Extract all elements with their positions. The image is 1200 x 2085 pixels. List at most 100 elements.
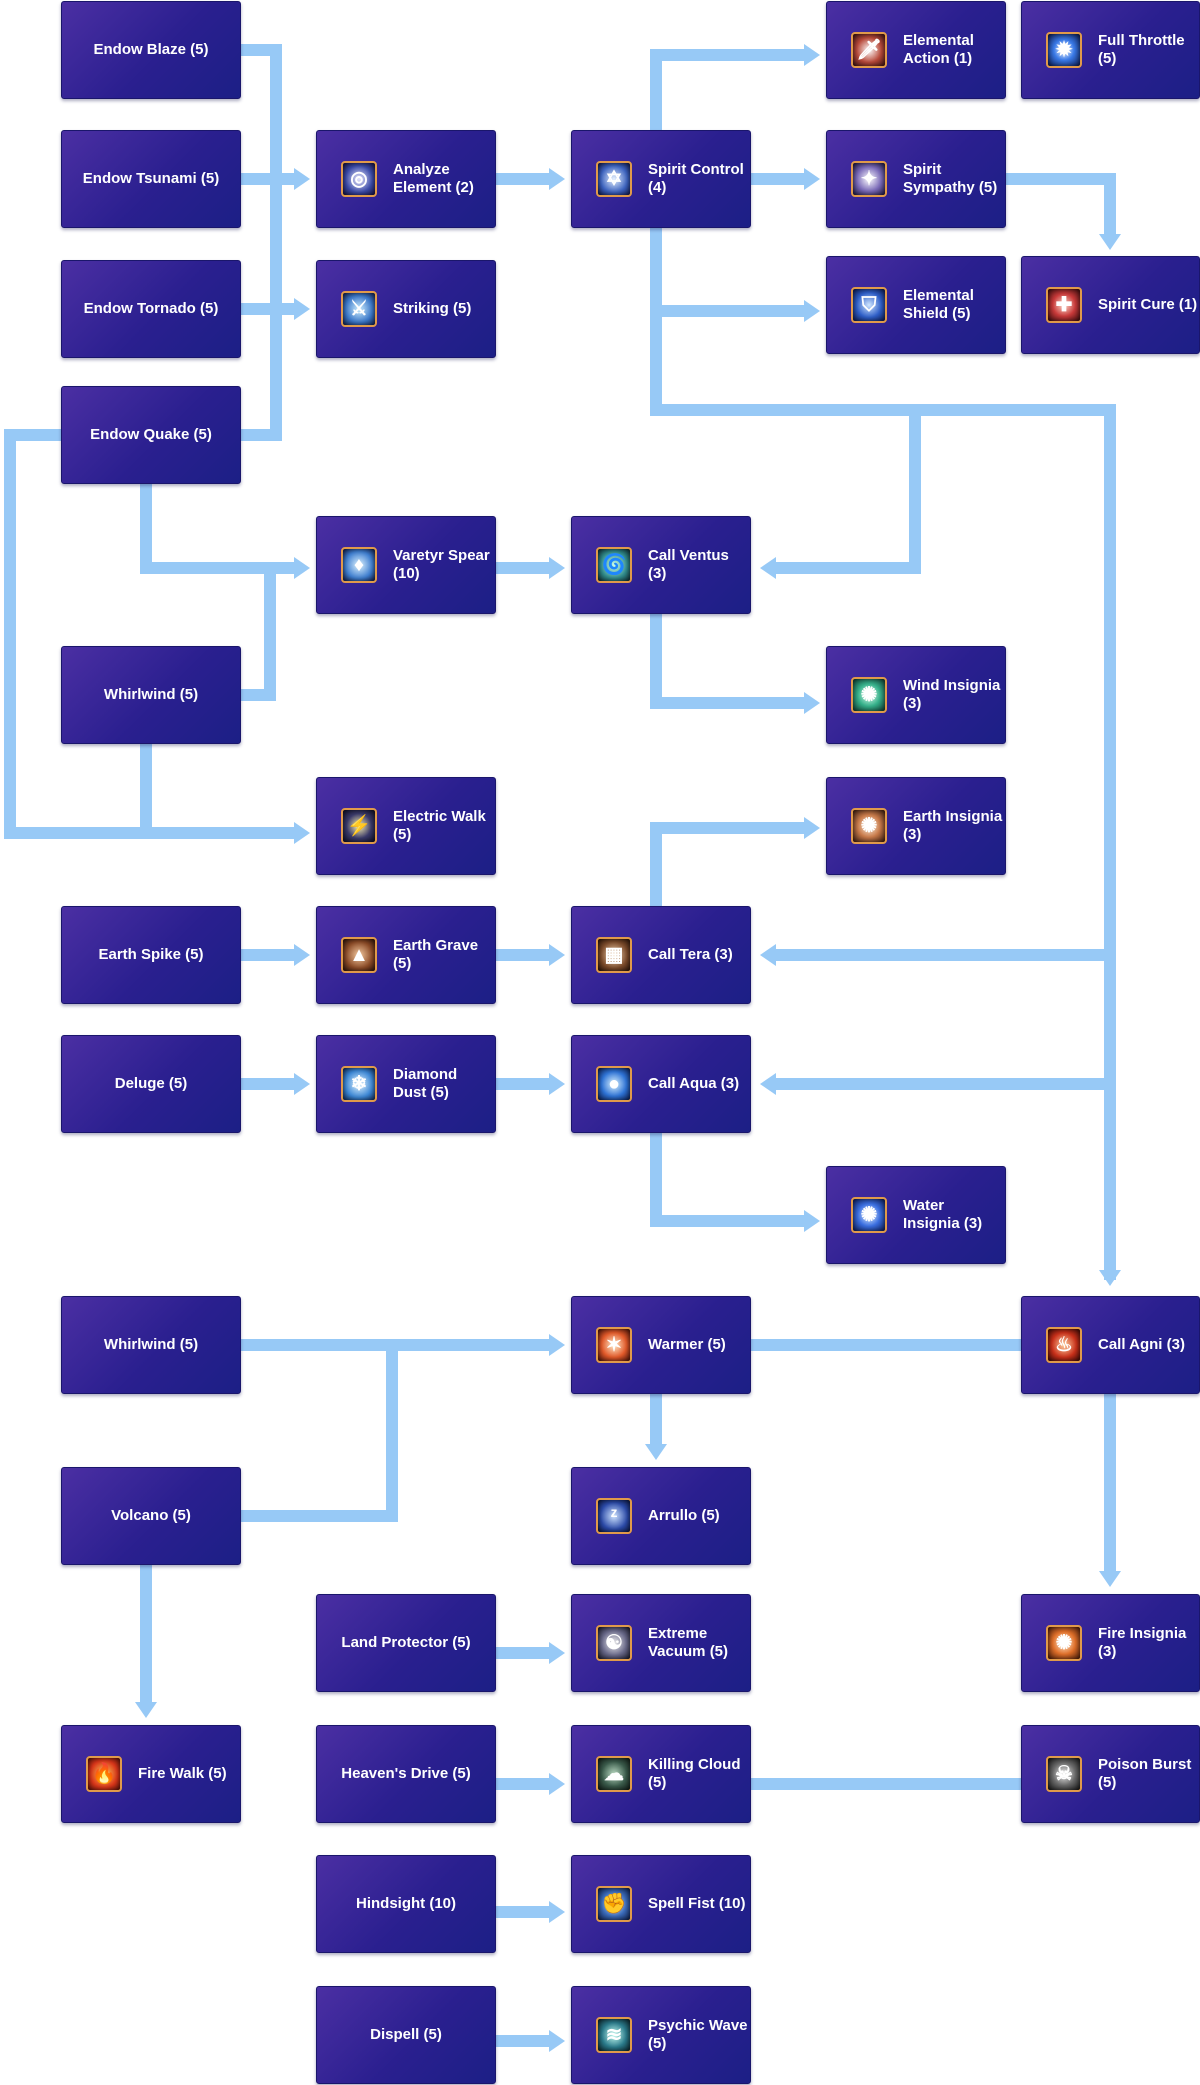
node-striking[interactable]: ⚔Striking (5) bbox=[316, 260, 496, 358]
node-label: Call Tera (3) bbox=[648, 946, 733, 963]
node-diamond-dust[interactable]: ❄Diamond Dust (5) bbox=[316, 1035, 496, 1133]
node-label: Endow Blaze (5) bbox=[93, 41, 209, 58]
node-earth-grave[interactable]: ▲Earth Grave (5) bbox=[316, 906, 496, 1004]
arrowhead bbox=[1099, 234, 1121, 250]
node-call-agni[interactable]: ♨Call Agni (3) bbox=[1021, 1296, 1200, 1394]
node-label: Whirlwind (5) bbox=[103, 1336, 199, 1353]
node-label: Call Aqua (3) bbox=[648, 1075, 740, 1092]
lightning-icon: ⚡ bbox=[341, 808, 377, 844]
node-label: Spirit Control (4) bbox=[648, 161, 744, 196]
sparkle-icon: ✦ bbox=[851, 161, 887, 197]
arrowhead bbox=[549, 1642, 565, 1664]
node-spell-fist[interactable]: ✊Spell Fist (10) bbox=[571, 1855, 751, 1953]
arrowhead bbox=[549, 1901, 565, 1923]
node-earth-spike[interactable]: Earth Spike (5) bbox=[61, 906, 241, 1004]
node-earth-insignia[interactable]: ✺Earth Insignia (3) bbox=[826, 777, 1006, 875]
node-endow-quake[interactable]: Endow Quake (5) bbox=[61, 386, 241, 484]
arrowhead bbox=[804, 1210, 820, 1232]
node-spirit-control[interactable]: ✡ Spirit Control (4) bbox=[571, 130, 751, 228]
node-extreme-vacuum[interactable]: ☯ Extreme Vacuum (5) bbox=[571, 1594, 751, 1692]
node-fire-insignia[interactable]: ✺Fire Insignia (3) bbox=[1021, 1594, 1200, 1692]
node-deluge[interactable]: Deluge (5) bbox=[61, 1035, 241, 1133]
node-dispell[interactable]: Dispell (5) bbox=[316, 1986, 496, 2084]
node-label: Varetyr Spear (10) bbox=[393, 547, 490, 582]
node-analyze-element[interactable]: ◎Analyze Element (2) bbox=[316, 130, 496, 228]
node-killing-cloud[interactable]: ☁Killing Cloud (5) bbox=[571, 1725, 751, 1823]
connector-line bbox=[140, 484, 300, 574]
sleep-icon: ᶻ bbox=[596, 1498, 632, 1534]
node-label: Fire Walk (5) bbox=[138, 1765, 227, 1782]
node-volcano[interactable]: Volcano (5) bbox=[61, 1467, 241, 1565]
arrowhead bbox=[549, 1334, 565, 1356]
wind-emblem-icon: ✺ bbox=[851, 677, 887, 713]
node-hindsight[interactable]: Hindsight (10) bbox=[316, 1855, 496, 1953]
node-varetyr-spear[interactable]: ♦ Varetyr Spear (10) bbox=[316, 516, 496, 614]
arrowhead bbox=[1099, 1571, 1121, 1587]
arrowhead bbox=[760, 944, 776, 966]
node-land-protector[interactable]: Land Protector (5) bbox=[316, 1594, 496, 1692]
node-fire-walk[interactable]: 🔥 Fire Walk (5) bbox=[61, 1725, 241, 1823]
node-label: Endow Quake (5) bbox=[90, 426, 212, 443]
node-endow-tsunami[interactable]: Endow Tsunami (5) bbox=[61, 130, 241, 228]
sword-icon: ⚔ bbox=[341, 291, 377, 327]
node-label: Earth Grave (5) bbox=[393, 937, 479, 972]
node-label: Warmer (5) bbox=[648, 1336, 726, 1353]
node-full-throttle[interactable]: ✹Full Throttle (5) bbox=[1021, 1, 1200, 99]
connector-line bbox=[1006, 173, 1116, 240]
node-poison-burst[interactable]: ☠Poison Burst (5) bbox=[1021, 1725, 1200, 1823]
arrowhead bbox=[135, 1702, 157, 1718]
dagger-icon: 🗡 bbox=[851, 32, 887, 68]
node-label: Spirit Sympathy (5) bbox=[903, 161, 998, 196]
node-label: Earth Insignia (3) bbox=[903, 808, 1003, 843]
node-wind-insignia[interactable]: ✺Wind Insignia (3) bbox=[826, 646, 1006, 744]
water-emblem-icon: ✺ bbox=[851, 1197, 887, 1233]
arrowhead bbox=[294, 822, 310, 844]
node-label: Analyze Element (2) bbox=[393, 161, 474, 196]
connector-line bbox=[770, 410, 921, 574]
cross-icon: ✚ bbox=[1046, 287, 1082, 323]
node-endow-tornado[interactable]: Endow Tornado (5) bbox=[61, 260, 241, 358]
node-warmer[interactable]: ✶Warmer (5) bbox=[571, 1296, 751, 1394]
hexagram-icon: ✡ bbox=[596, 161, 632, 197]
node-endow-blaze[interactable]: Endow Blaze (5) bbox=[61, 1, 241, 99]
node-elemental-action[interactable]: 🗡Elemental Action (1) bbox=[826, 1, 1006, 99]
spear-icon: ♦ bbox=[341, 547, 377, 583]
node-label: Whirlwind (5) bbox=[103, 686, 199, 703]
connector-line bbox=[650, 822, 810, 906]
arrowhead bbox=[804, 692, 820, 714]
arrowhead bbox=[549, 1073, 565, 1095]
node-spirit-sympathy[interactable]: ✦ Spirit Sympathy (5) bbox=[826, 130, 1006, 228]
node-label: Elemental Shield (5) bbox=[903, 287, 974, 322]
node-label: Extreme Vacuum (5) bbox=[648, 1625, 729, 1660]
arrowhead bbox=[294, 944, 310, 966]
node-call-tera[interactable]: ▦Call Tera (3) bbox=[571, 906, 751, 1004]
arrowhead bbox=[294, 1073, 310, 1095]
fire-emblem-icon: ✺ bbox=[1046, 1625, 1082, 1661]
connector-line bbox=[650, 614, 810, 709]
arrowhead bbox=[804, 168, 820, 190]
flame-icon: 🔥 bbox=[86, 1756, 122, 1792]
node-heavens-drive[interactable]: Heaven's Drive (5) bbox=[316, 1725, 496, 1823]
node-call-aqua[interactable]: ●Call Aqua (3) bbox=[571, 1035, 751, 1133]
node-label: Electric Walk (5) bbox=[393, 808, 486, 843]
node-spirit-cure[interactable]: ✚ Spirit Cure (1) bbox=[1021, 256, 1200, 354]
connector-line bbox=[650, 228, 810, 317]
node-label: Spirit Cure (1) bbox=[1098, 296, 1198, 313]
node-whirlwind-1[interactable]: Whirlwind (5) bbox=[61, 646, 241, 744]
node-call-ventus[interactable]: 🌀Call Ventus (3) bbox=[571, 516, 751, 614]
connector-line bbox=[4, 429, 300, 839]
arrowhead bbox=[549, 2030, 565, 2052]
arrowhead bbox=[804, 817, 820, 839]
node-label: Deluge (5) bbox=[114, 1075, 188, 1092]
node-water-insignia[interactable]: ✺Water Insignia (3) bbox=[826, 1166, 1006, 1264]
vortex-icon: ☯ bbox=[596, 1625, 632, 1661]
node-elemental-shield[interactable]: ⛉Elemental Shield (5) bbox=[826, 256, 1006, 354]
node-psychic-wave[interactable]: ≋Psychic Wave (5) bbox=[571, 1986, 751, 2084]
node-label: Heaven's Drive (5) bbox=[341, 1765, 471, 1782]
arrowhead bbox=[804, 44, 820, 66]
node-electric-walk[interactable]: ⚡ Electric Walk (5) bbox=[316, 777, 496, 875]
node-whirlwind-2[interactable]: Whirlwind (5) bbox=[61, 1296, 241, 1394]
arrowhead bbox=[645, 1444, 667, 1460]
